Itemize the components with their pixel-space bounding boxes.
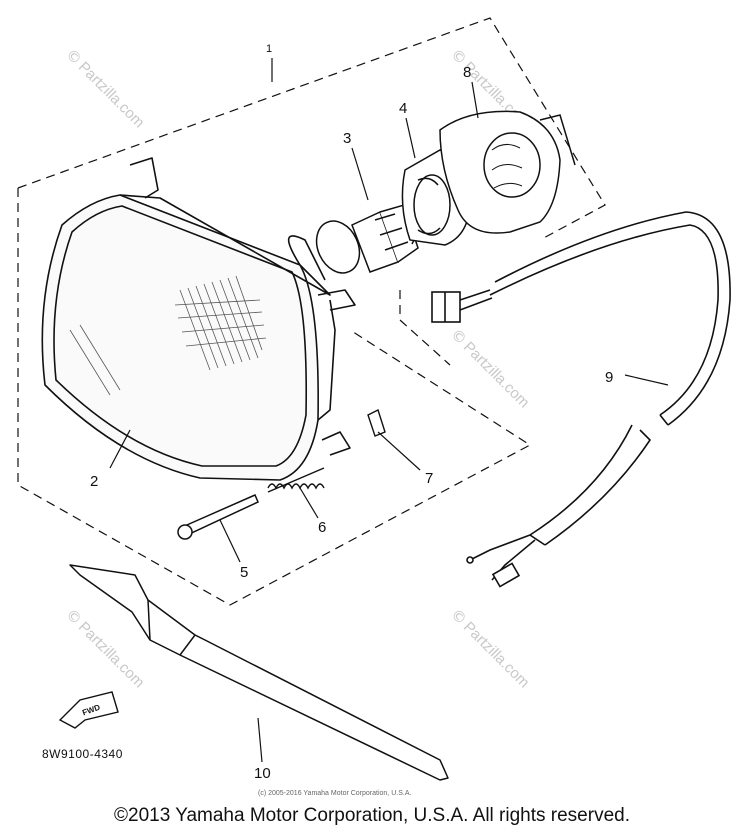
callout-6: 6 <box>318 519 326 536</box>
watermark-text: Partzilla.com <box>75 619 148 692</box>
wire-harness <box>431 211 731 588</box>
headlight-unit <box>41 157 356 481</box>
copyright-footer: ©2013 Yamaha Motor Corporation, U.S.A. A… <box>114 805 630 826</box>
clip <box>367 409 386 437</box>
leader-lines <box>109 81 669 763</box>
watermark-text: Partzilla.com <box>75 59 148 132</box>
part-code: 8W9100-4340 <box>42 747 123 761</box>
bulb <box>315 204 419 274</box>
fwd-arrow: FWD <box>58 691 119 729</box>
adjusting-screw <box>177 494 259 540</box>
callout-7: 7 <box>425 470 433 487</box>
callout-4: 4 <box>399 100 407 117</box>
bracket <box>69 564 449 781</box>
callout-1: 1 <box>266 43 272 55</box>
watermark-text: Partzilla.com <box>460 339 533 412</box>
spring <box>267 467 325 493</box>
callout-5: 5 <box>240 564 248 581</box>
small-copyright: (c) 2005-2016 Yamaha Motor Corporation, … <box>258 790 411 797</box>
callout-10: 10 <box>254 765 271 782</box>
callout-8: 8 <box>463 64 471 81</box>
callouts: 2 3 4 5 6 7 8 9 10 1 <box>90 43 613 782</box>
callout-3: 3 <box>343 130 351 147</box>
callout-9: 9 <box>605 369 613 386</box>
callout-2: 2 <box>90 473 98 490</box>
assembly-boundary <box>17 17 606 606</box>
watermark-text: Partzilla.com <box>460 619 533 692</box>
rubber-cover <box>439 110 576 234</box>
